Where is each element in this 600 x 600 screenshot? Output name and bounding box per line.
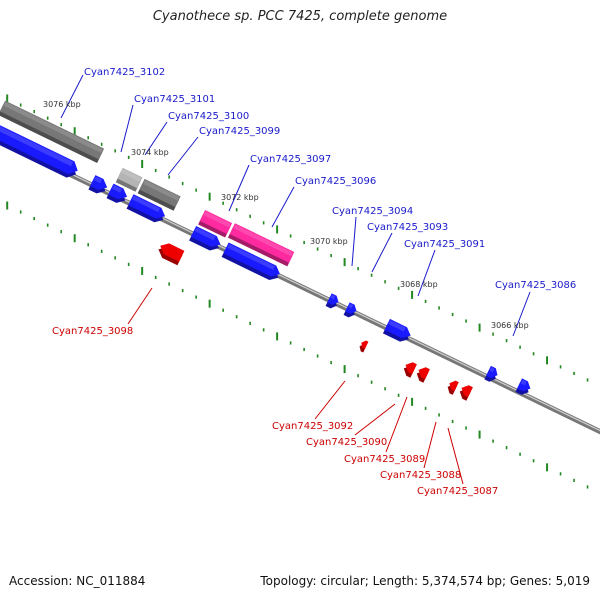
label-leader-3100 <box>144 121 168 156</box>
label-leader-3088 <box>423 421 437 469</box>
scale-label: 3070 kbp <box>310 237 348 246</box>
genome-summary: Topology: circular; Length: 5,374,574 bp… <box>260 574 590 588</box>
gene-label-cyan7425-3088[interactable]: Cyan7425_3088 <box>380 470 461 481</box>
gene-label-cyan7425-3089[interactable]: Cyan7425_3089 <box>344 454 425 465</box>
label-leader-3091 <box>417 249 436 297</box>
gene-forward-3100[interactable] <box>106 183 130 206</box>
gene-forward-3099[interactable] <box>126 194 168 225</box>
gene-reverse-3087[interactable] <box>457 383 473 401</box>
gene-label-cyan7425-3091[interactable]: Cyan7425_3091 <box>404 239 485 250</box>
label-leader-3089 <box>385 396 408 453</box>
gene-reverse-3090[interactable] <box>401 360 417 378</box>
gene-label-cyan7425-3101[interactable]: Cyan7425_3101 <box>134 94 215 105</box>
gene-rna-block-b[interactable] <box>115 167 143 192</box>
gene-reverse-3092[interactable] <box>358 339 369 353</box>
gene-forward-3086[interactable] <box>515 378 532 397</box>
gene-forward-3094[interactable] <box>325 293 341 310</box>
label-leader-3099 <box>167 136 199 176</box>
gene-label-cyan7425-3100[interactable]: Cyan7425_3100 <box>168 111 249 122</box>
gene-forward-3087b[interactable] <box>484 365 500 384</box>
gene-reverse-3098[interactable] <box>156 240 185 266</box>
scale-labels: 3076 kbp 3074 kbp 3072 kbp 3070 kbp 3068… <box>43 100 529 330</box>
label-leaders <box>60 74 531 485</box>
gene-label-cyan7425-3099[interactable]: Cyan7425_3099 <box>199 126 280 137</box>
gene-label-cyan7425-3097[interactable]: Cyan7425_3097 <box>250 154 331 165</box>
gene-forward-3096[interactable] <box>221 242 283 284</box>
gene-forward-3097[interactable] <box>189 226 223 253</box>
scale-label: 3072 kbp <box>221 193 259 202</box>
gene-label-cyan7425-3087[interactable]: Cyan7425_3087 <box>417 486 498 497</box>
label-leader-3098 <box>127 287 153 325</box>
gene-label-cyan7425-3086[interactable]: Cyan7425_3086 <box>495 280 576 291</box>
label-leader-3094 <box>351 216 357 267</box>
scale-label: 3076 kbp <box>43 100 81 109</box>
gene-label-cyan7425-3093[interactable]: Cyan7425_3093 <box>367 222 448 233</box>
gene-forward-3101[interactable] <box>88 175 109 196</box>
gene-reverse-3088[interactable] <box>445 379 459 395</box>
label-leader-3093 <box>371 232 393 273</box>
gene-rna-block-c[interactable] <box>137 178 181 211</box>
reverse-gene-labels: Cyan7425_3098 Cyan7425_3092 Cyan7425_309… <box>52 326 498 497</box>
gene-label-cyan7425-3096[interactable]: Cyan7425_3096 <box>295 176 376 187</box>
gene-pseudo-3097[interactable] <box>198 210 233 238</box>
label-leader-3096 <box>271 186 295 228</box>
forward-gene-labels: Cyan7425_3102 Cyan7425_3101 Cyan7425_310… <box>84 67 576 291</box>
gene-label-cyan7425-3098[interactable]: Cyan7425_3098 <box>52 326 133 337</box>
label-leader-3102 <box>60 74 84 119</box>
gene-forward-3091[interactable] <box>382 318 413 345</box>
label-leader-3087 <box>447 427 464 485</box>
gene-label-cyan7425-3094[interactable]: Cyan7425_3094 <box>332 206 413 217</box>
gene-forward-3102[interactable] <box>0 122 81 181</box>
scale-label: 3066 kbp <box>491 321 529 330</box>
gene-rna-block-a[interactable] <box>0 100 105 164</box>
gene-label-cyan7425-3092[interactable]: Cyan7425_3092 <box>272 421 353 432</box>
accession-label: Accession: NC_011884 <box>9 574 146 588</box>
gene-track <box>0 100 532 401</box>
label-leader-3101 <box>120 104 134 153</box>
page-title: Cyanothece sp. PCC 7425, complete genome <box>152 9 448 24</box>
gene-label-cyan7425-3090[interactable]: Cyan7425_3090 <box>306 437 387 448</box>
label-leader-3090 <box>354 403 396 436</box>
scale-label: 3068 kbp <box>400 280 438 289</box>
label-leader-3097 <box>228 164 250 212</box>
gene-forward-3093[interactable] <box>343 302 359 319</box>
label-leader-3092 <box>314 380 346 420</box>
gene-pseudo-3096[interactable] <box>227 223 295 267</box>
gene-reverse-3089[interactable] <box>414 365 430 383</box>
scale-ticks <box>6 94 589 489</box>
label-leader-3086 <box>512 291 531 337</box>
scale-label: 3074 kbp <box>131 148 169 157</box>
gene-label-cyan7425-3102[interactable]: Cyan7425_3102 <box>84 67 165 78</box>
